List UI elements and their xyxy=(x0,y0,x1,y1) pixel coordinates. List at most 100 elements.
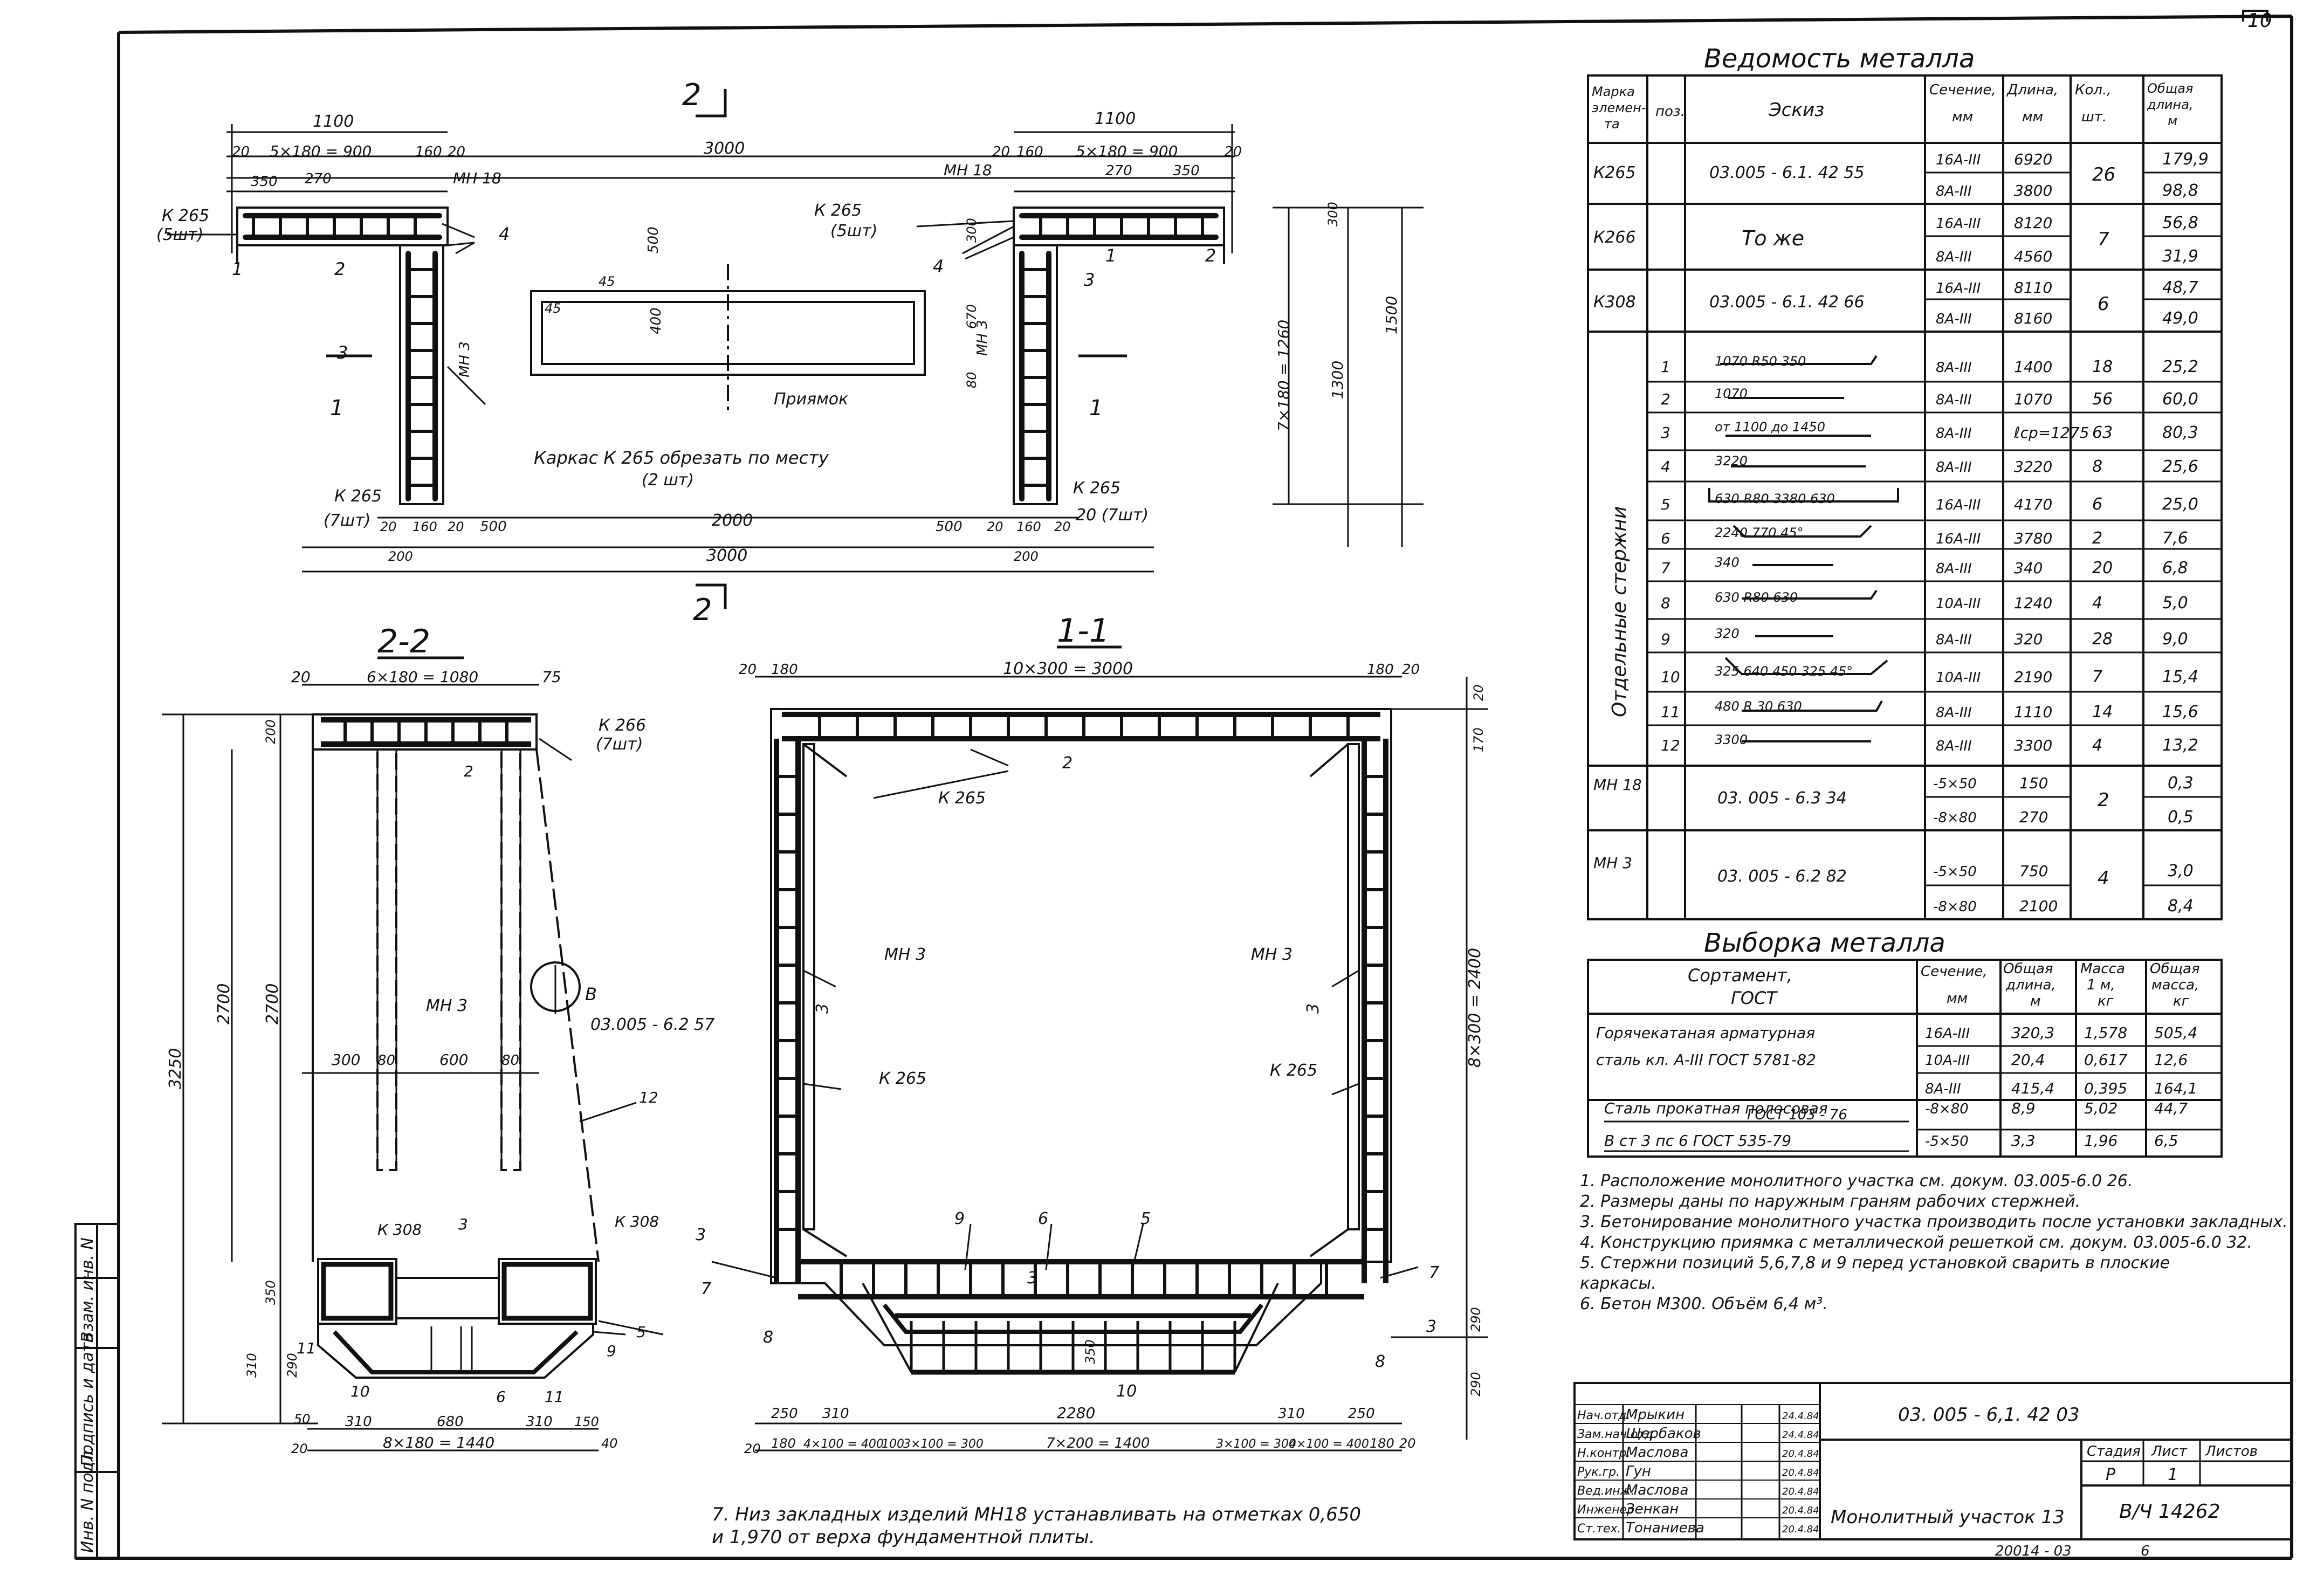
ved-qty-2: 56 xyxy=(2092,390,2113,409)
plan-section-mark-top: 2 xyxy=(682,78,702,113)
ved-мн18-len1: 270 xyxy=(2019,808,2048,826)
s22-dim-20: 20 xyxy=(291,668,311,686)
ved-pos-8: 8 xyxy=(1661,594,1670,612)
vyb-h-total-1: Общая xyxy=(2150,961,2200,977)
ved-sketch-9: 320 xyxy=(1715,626,1740,641)
ved-sec-2: 8А-III xyxy=(1936,392,1972,408)
vedomost-grid xyxy=(1587,74,2223,920)
notes-block: 1. Расположение монолитного участка см. … xyxy=(1580,1172,2288,1313)
ved-мн3-mark: МН 3 xyxy=(1593,854,1632,872)
s11-label-8-left: 8 xyxy=(763,1328,773,1347)
plan-vdim-80: 80 xyxy=(964,372,979,388)
ved-total-11: 15,6 xyxy=(2162,703,2198,721)
vyb-len-0: 320,3 xyxy=(2011,1024,2054,1042)
plan-callout-3-left: 3 xyxy=(337,342,348,363)
ved-total-7: 6,8 xyxy=(2162,559,2188,577)
vyb-h-len-3: м xyxy=(2030,993,2041,1009)
s11-bdim-20a: 20 xyxy=(744,1441,761,1456)
ved-мн18-tot0: 0,3 xyxy=(2168,774,2194,793)
margin-inv: Инв. N подл. xyxy=(78,1446,97,1553)
s11-mn3-left: МН 3 xyxy=(884,945,926,964)
plan-callout-2-left: 2 xyxy=(334,259,345,279)
plan-right-bottom-7sht: 20 (7шт) xyxy=(1076,506,1149,525)
stamp-name-1: Щербаков xyxy=(1626,1426,1701,1442)
stamp-role-2: Н.контр. xyxy=(1577,1447,1630,1460)
s11-inner-350: 350 xyxy=(1083,1339,1098,1364)
plan-dimb-20b: 20 xyxy=(448,519,464,534)
plan-dimb-200b: 200 xyxy=(1014,549,1039,564)
ved-r0-tot0: 179,9 xyxy=(2162,150,2209,169)
s11-label-10: 10 xyxy=(1116,1382,1137,1401)
vedomost-title: Ведомость металла xyxy=(1704,44,1975,74)
plan-label-5sht-left: (5шт) xyxy=(156,225,203,244)
vyb-total-3: 44,7 xyxy=(2154,1099,2188,1117)
corner-mark: 10 xyxy=(2247,10,2272,32)
vyb-h-sec-2: мм xyxy=(1947,990,1968,1007)
stamp-date-3: 20.4.84 xyxy=(1782,1467,1819,1478)
ved-r2-len0: 8110 xyxy=(2014,279,2052,297)
plan-dim-1100-right: 1100 xyxy=(1095,109,1136,128)
ved-len-8: 1240 xyxy=(2014,594,2052,612)
ved-total-5: 25,0 xyxy=(2162,495,2198,514)
ved-r1-sec1: 8А-III xyxy=(1936,249,1972,265)
note-7: 6. Бетон М300. Объём 6,4 м³. xyxy=(1580,1295,1828,1313)
s22-label-5: 5 xyxy=(636,1323,646,1341)
s22-dim-1080: 6×180 = 1080 xyxy=(367,668,478,686)
plan-dimb-3000: 3000 xyxy=(706,546,747,565)
plan-dim-20c: 20 xyxy=(992,144,1010,160)
ved-h-sec-2: мм xyxy=(1952,109,1973,125)
ved-мн18-sketch: 03. 005 - 6.3 34 xyxy=(1717,789,1847,808)
ved-len-4: 3220 xyxy=(2014,458,2052,476)
ved-pos-12: 12 xyxy=(1661,737,1680,754)
ved-sketch-2: 1070 xyxy=(1715,386,1748,401)
ved-pos-1: 1 xyxy=(1661,358,1670,376)
ved-r1-len0: 8120 xyxy=(2014,214,2052,232)
stamp-date-0: 24.4.84 xyxy=(1782,1411,1819,1422)
vyb-h-total-3: кг xyxy=(2173,993,2189,1009)
ved-total-4: 25,6 xyxy=(2162,457,2198,476)
plan-vdim-1500: 1500 xyxy=(1383,296,1400,334)
ved-pos-11: 11 xyxy=(1661,703,1680,721)
note-7-line1: 7. Низ закладных изделий МН18 устанавлив… xyxy=(712,1504,1361,1525)
vyb-sec-1: 10А-III xyxy=(1925,1052,1970,1069)
ved-h-qty-2: шт. xyxy=(2081,109,2107,125)
stamp-name-5: Зенкан xyxy=(1626,1501,1679,1517)
ved-r2-mark: К308 xyxy=(1593,293,1636,312)
s22-label-12: 12 xyxy=(639,1089,658,1106)
ved-sec-11: 8А-III xyxy=(1936,705,1972,721)
plan-dim-20b: 20 xyxy=(448,144,465,160)
plan-left-bottom-7sht: (7шт) xyxy=(324,511,370,530)
s11-bdim-1400: 7×200 = 1400 xyxy=(1046,1435,1150,1451)
ved-qty-12: 4 xyxy=(2092,736,2102,755)
margin-sign: Подпись и дата xyxy=(78,1333,97,1467)
ved-sketch-6: 2240 770 45° xyxy=(1715,525,1804,540)
s11-bdim-100: 100 xyxy=(882,1437,904,1451)
stamp-role-5: Инженер xyxy=(1577,1503,1634,1517)
ved-h-qty: Кол.,шт. xyxy=(2075,82,2112,125)
ved-мн3-len0: 750 xyxy=(2019,862,2048,880)
ved-len-1: 1400 xyxy=(2014,358,2052,376)
s22-mn3: МН 3 xyxy=(426,996,468,1015)
ved-sec-6: 16А-III xyxy=(1936,531,1981,547)
vyb-h-sort-2: ГОСТ xyxy=(1731,988,1778,1008)
s22-dim-310: 310 xyxy=(244,1353,259,1378)
s11-bdim-300b: 3×100 = 300 xyxy=(1216,1437,1296,1451)
plan-label-mn18-left: МН 18 xyxy=(453,169,501,187)
ved-pos-9: 9 xyxy=(1661,630,1670,648)
ved-h-len-2: мм xyxy=(2022,109,2043,125)
vyb-h-sec: Сечение,мм xyxy=(1921,964,1988,1007)
ved-len-7: 340 xyxy=(2014,559,2043,577)
ved-qty-6: 2 xyxy=(2092,529,2102,548)
ved-total-3: 80,3 xyxy=(2162,423,2198,442)
stamp-date-6: 20.4.84 xyxy=(1782,1524,1819,1535)
ved-r1-tot1: 31,9 xyxy=(2162,247,2198,266)
plan-vdim-670: 670 xyxy=(964,304,979,329)
plan-dimb-500b: 500 xyxy=(936,519,962,535)
plan-dim-3000-top: 3000 xyxy=(704,139,745,158)
stamp-role-4: Вед.инж. xyxy=(1577,1484,1634,1498)
vyb-sec-2: 8А-III xyxy=(1925,1081,1961,1097)
note-2: 2. Размеры даны по наружным граням рабоч… xyxy=(1580,1192,2080,1211)
plan-label-mn3-right: МН 3 xyxy=(974,320,991,356)
plan-vdim-500: 500 xyxy=(645,226,662,253)
